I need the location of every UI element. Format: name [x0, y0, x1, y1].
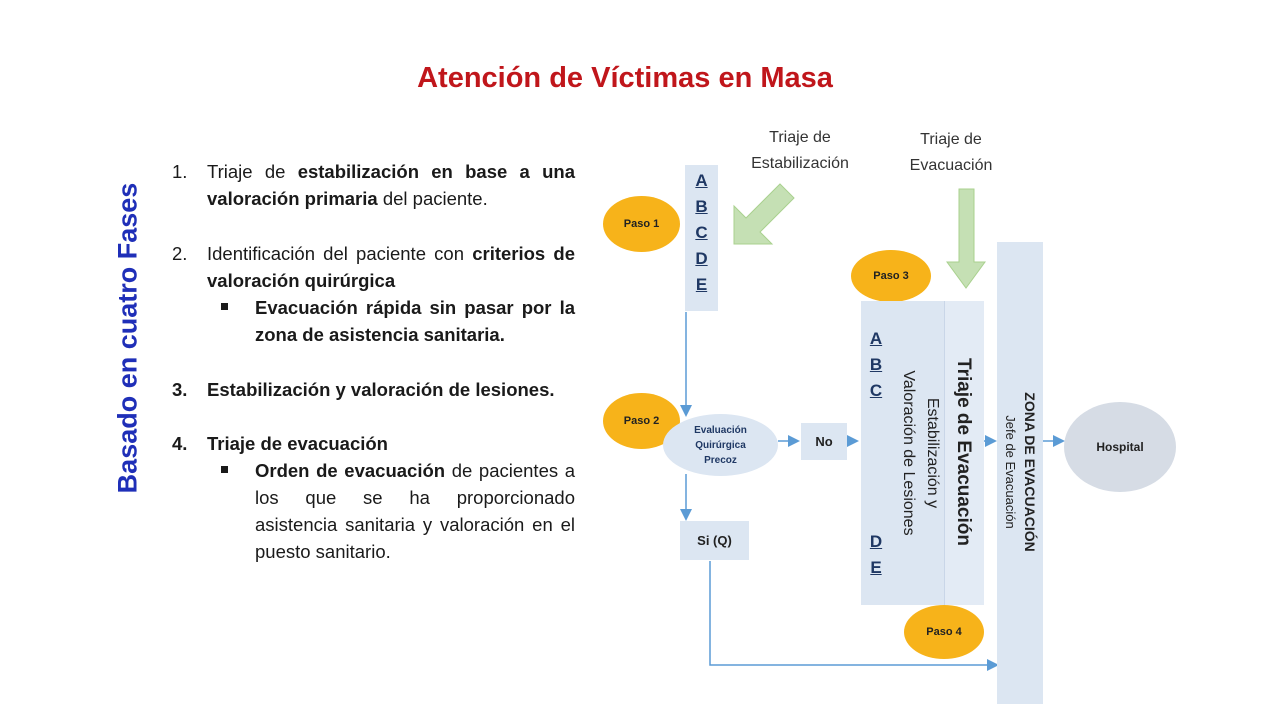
list-item: Triaje de evacuación [207, 433, 388, 454]
abc-letters: A B C [869, 329, 883, 400]
item-number: 3. [172, 379, 188, 400]
no-node: No [801, 423, 847, 460]
hospital-node: Hospital [1064, 402, 1176, 492]
item-number: 1. [172, 161, 188, 182]
si-node: Si (Q) [680, 521, 749, 560]
zona-evacuacion-box [997, 242, 1043, 704]
list-subitem: Orden de evacuación de pacientes a los q… [255, 460, 576, 562]
item-number: 2. [172, 243, 188, 264]
list-item: Identificación del paciente con criterio… [207, 243, 575, 291]
paso-4-badge: Paso 4 [904, 605, 984, 659]
caption-triaje-evacuacion: Triaje de Evacuación [909, 131, 993, 174]
list-item: Estabilización y valoración de lesiones. [207, 379, 555, 400]
item-number: 4. [172, 433, 188, 454]
de-letters: D E [869, 532, 883, 577]
bullet-icon [221, 303, 228, 310]
list-subitem: Evacuación rápida sin pasar por la zona … [255, 297, 575, 345]
list-item: Triaje de estabilización en base a una v… [207, 161, 575, 209]
bullet-icon [221, 466, 228, 473]
abcde-letters: A B C D E [695, 171, 708, 294]
green-arrow-estabilizacion [733, 183, 795, 245]
abcde-box [685, 165, 718, 311]
paso-1-badge: Paso 1 [603, 196, 680, 252]
page-title: Atención de Víctimas en Masa [417, 62, 833, 94]
connector-si-zona [709, 561, 999, 671]
triaje-evacuacion-column [944, 301, 984, 605]
caption-triaje-estabilizacion: Triaje de Estabilización [751, 129, 849, 172]
green-arrow-evacuacion [946, 188, 986, 289]
evaluacion-quirurgica-node: Evaluación Quirúrgica Precoz [663, 414, 778, 476]
paso-3-badge: Paso 3 [851, 250, 931, 302]
